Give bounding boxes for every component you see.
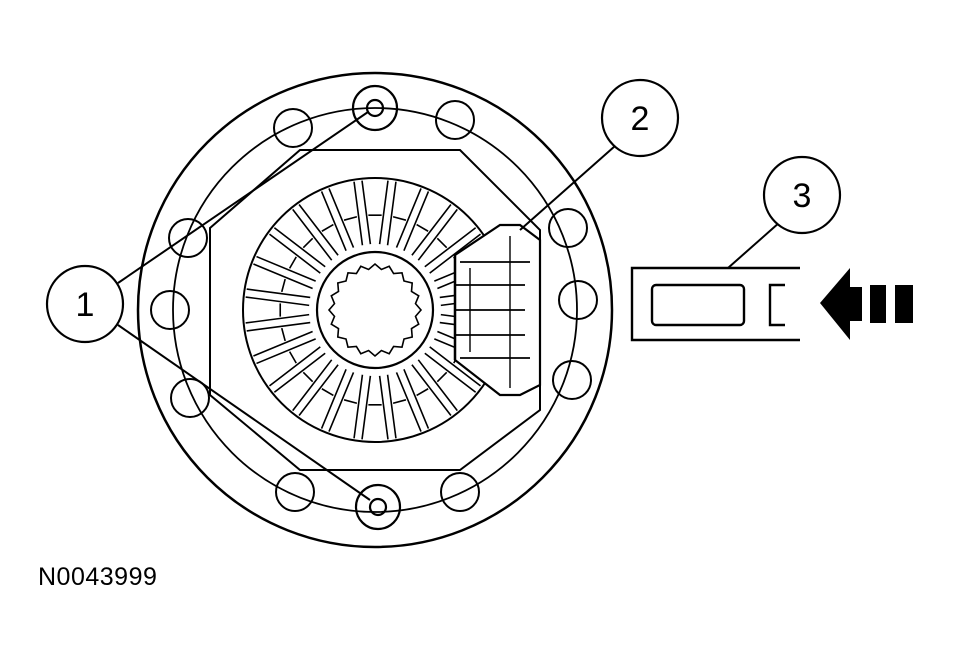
callout-1: 1 xyxy=(45,264,125,344)
gear-tooth xyxy=(403,364,452,429)
callout-2: 2 xyxy=(600,78,680,158)
case-flange xyxy=(136,71,614,549)
gear-tooth xyxy=(328,372,364,439)
marked-bolt-bottom xyxy=(354,483,402,531)
bolt-holes xyxy=(150,100,598,512)
gear-tooth xyxy=(273,352,333,412)
bolt-hole xyxy=(552,360,592,400)
case-window xyxy=(209,149,541,471)
bolt-hole xyxy=(275,472,315,512)
gear-tooth xyxy=(298,364,347,429)
side-gear-spline xyxy=(327,262,423,358)
gear-tooth xyxy=(256,233,321,282)
callout-1-label: 1 xyxy=(76,286,95,324)
gear-tooth xyxy=(361,375,389,440)
gear-tooth xyxy=(386,372,422,439)
gear-tooth xyxy=(246,263,313,299)
gear-tooth xyxy=(256,338,321,387)
marked-bolt-bottom-inner xyxy=(368,497,388,517)
leader-lines xyxy=(117,111,781,501)
gear-tooth xyxy=(245,296,310,324)
slide-direction-arrow xyxy=(820,268,913,340)
bolt-hole xyxy=(440,472,480,512)
bolt-hole xyxy=(150,290,190,330)
callout-3-label: 3 xyxy=(793,177,812,215)
gear-tooth xyxy=(417,352,477,412)
bolt-hole xyxy=(170,378,210,418)
gear-tooth xyxy=(246,321,313,357)
gear-tooth xyxy=(386,181,422,248)
bolt-hole xyxy=(558,280,598,320)
gear-tooth xyxy=(361,180,389,245)
bolt-hole xyxy=(273,108,313,148)
bolt-hole xyxy=(548,208,588,248)
tool xyxy=(630,266,800,342)
bolt-hole xyxy=(168,218,208,258)
gear-tooth xyxy=(273,208,333,268)
marked-bolt-top xyxy=(351,84,399,132)
figure-id: N0043999 xyxy=(38,563,158,591)
pinion-gear xyxy=(453,223,542,397)
side-gear-hub xyxy=(315,250,435,370)
marked-bolt-top-inner xyxy=(365,98,385,118)
marked-bolts xyxy=(351,84,402,531)
callout-3: 3 xyxy=(762,155,842,235)
gear-tooth xyxy=(403,191,452,256)
gear-tooth xyxy=(328,181,364,248)
gear-tooth xyxy=(417,208,477,268)
callout-2-label: 2 xyxy=(631,100,650,138)
bolt-hole xyxy=(435,100,475,140)
gear-tooth xyxy=(298,191,347,256)
